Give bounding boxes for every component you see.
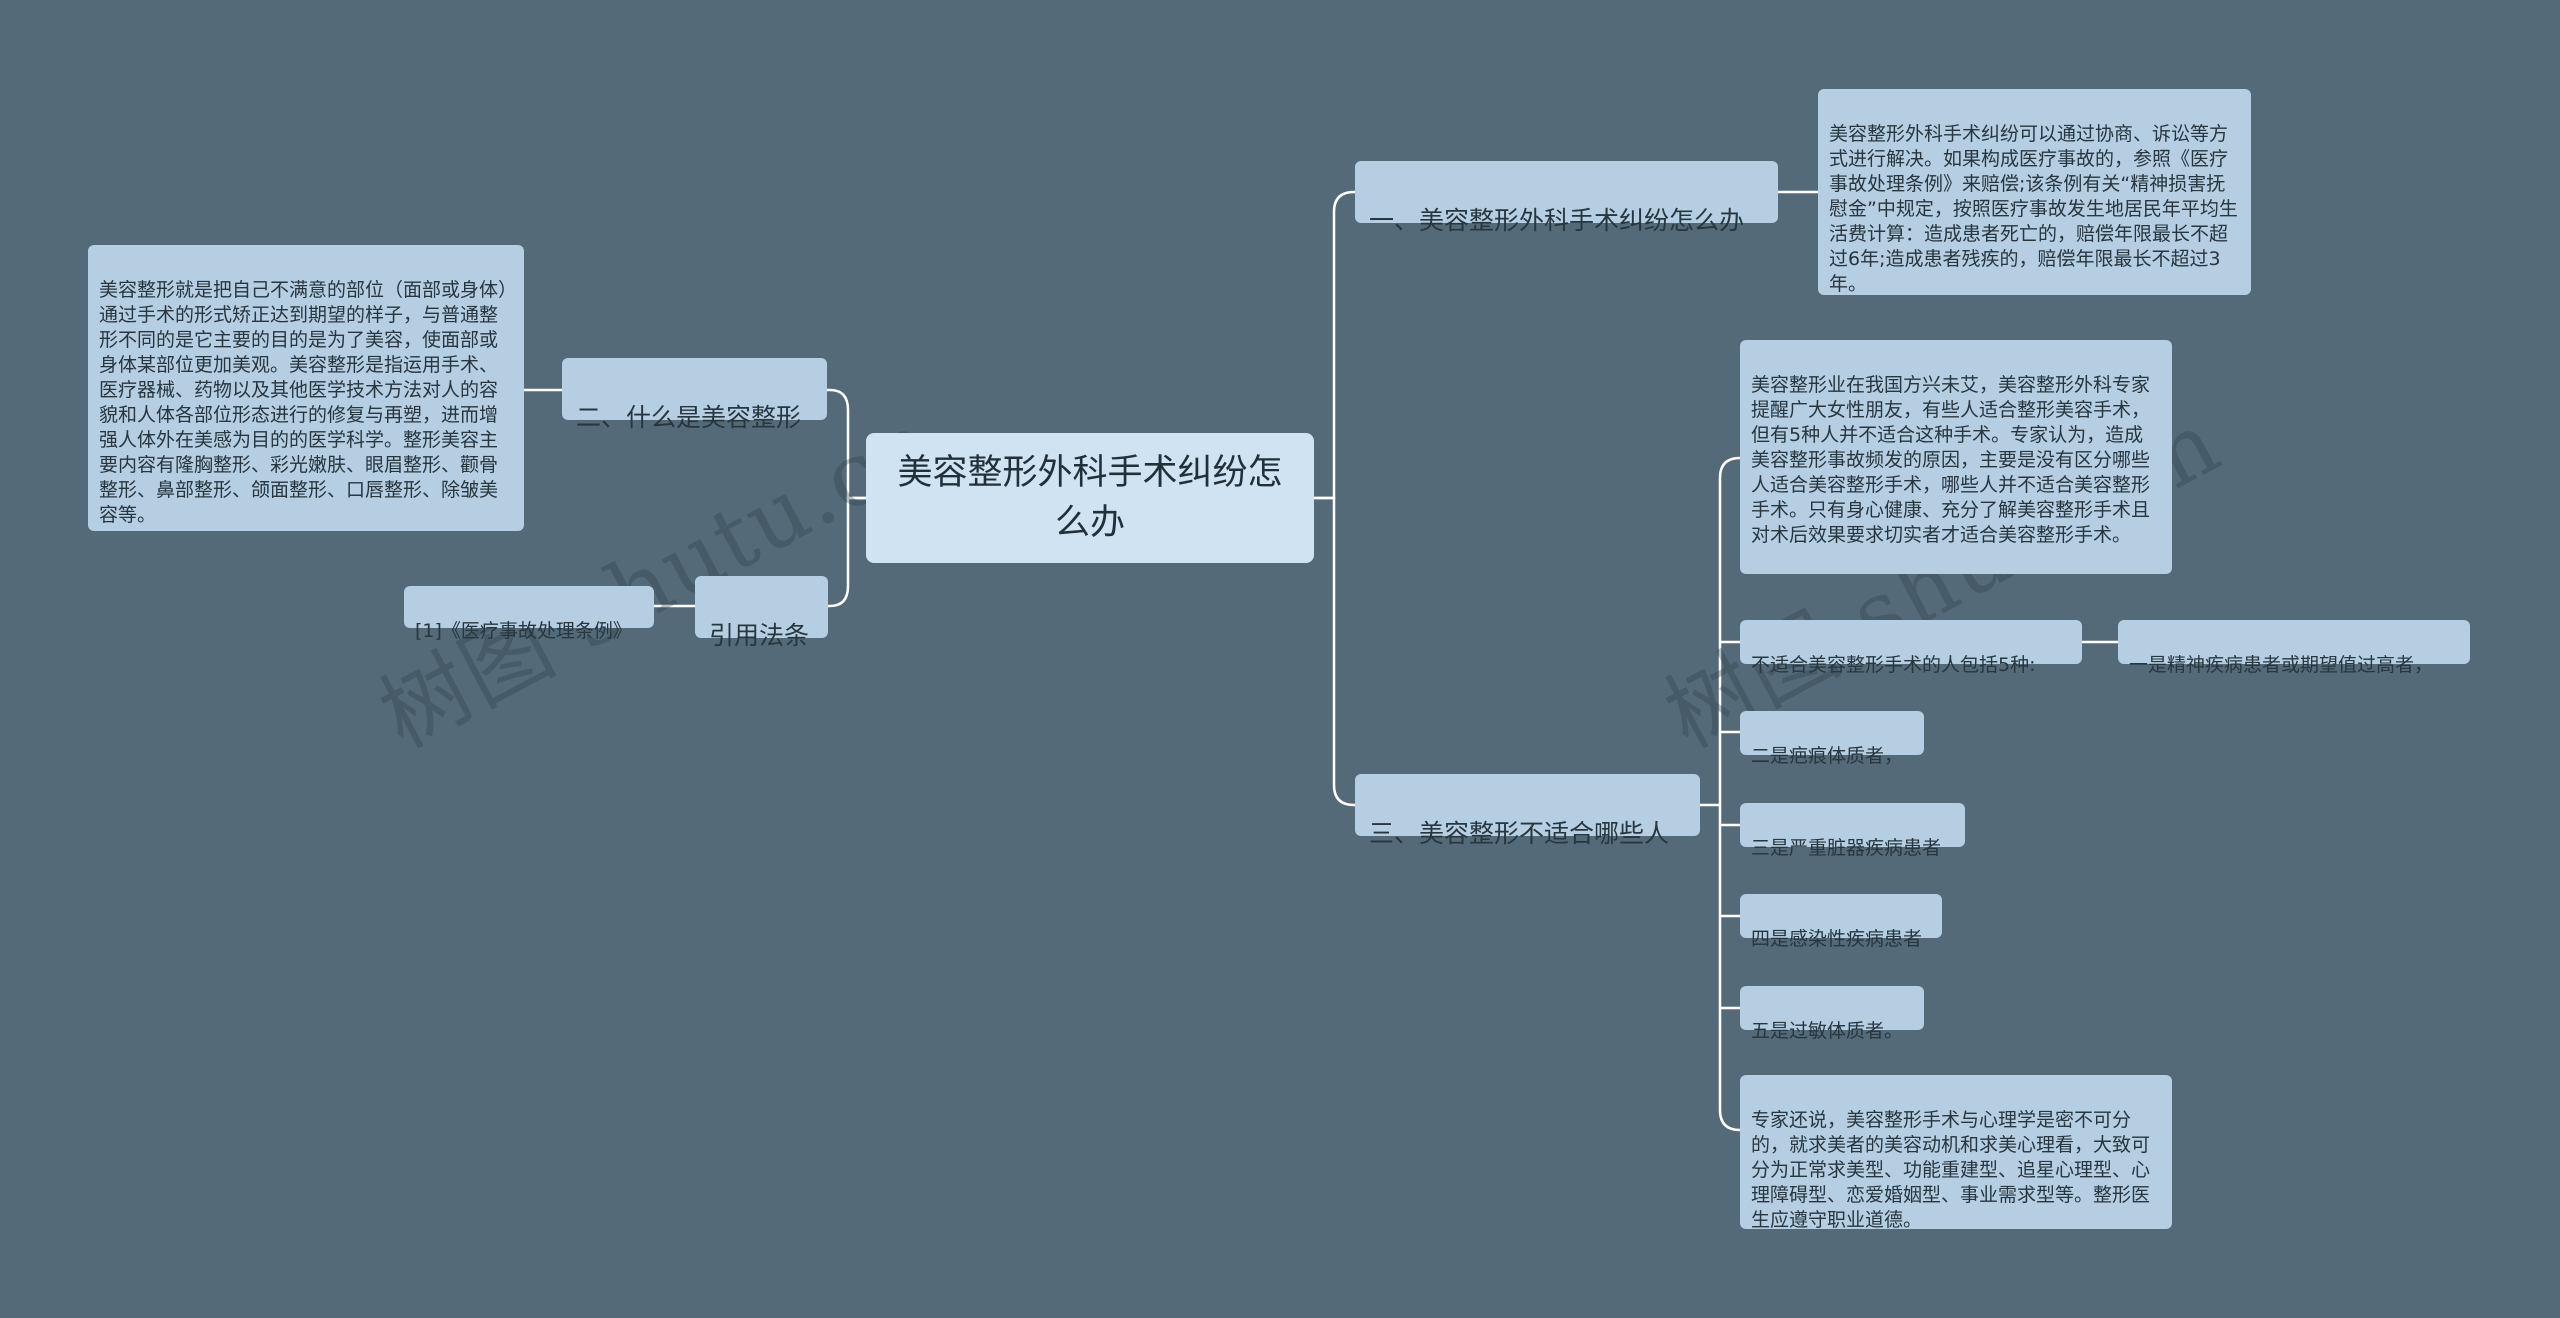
leaf-text: 美容整形外科手术纠纷可以通过协商、诉讼等方式进行解决。如果构成医疗事故的，参照《… [1829, 123, 2238, 295]
root-topic-label: 美容整形外科手术纠纷怎么办 [897, 453, 1283, 543]
leaf-definition[interactable]: 美容整形就是把自己不满意的部位（面部或身体）通过手术的形式矫正达到期望的样子，与… [88, 245, 524, 531]
leaf-text: 三是严重脏器疾病患者 [1751, 837, 1942, 859]
leaf-text: 美容整形业在我国方兴未艾，美容整形外科专家提醒广大女性朋友，有些人适合整形美容手… [1751, 374, 2151, 546]
branch-cited-regulations[interactable]: 引用法条 [695, 576, 828, 650]
root-topic[interactable]: 美容整形外科手术纠纷怎么办 [866, 433, 1314, 563]
leaf-five-types[interactable]: 不适合美容整形手术的人包括5种: [1740, 620, 2082, 676]
leaf-text: 四是感染性疾病患者 [1751, 928, 1923, 950]
branch-dispute-resolution[interactable]: 一、美容整形外科手术纠纷怎么办 [1355, 161, 1778, 235]
leaf-expert-intro[interactable]: 美容整形业在我国方兴未艾，美容整形外科专家提醒广大女性朋友，有些人适合整形美容手… [1740, 340, 2172, 574]
leaf-mental-illness[interactable]: 一是精神疾病患者或期望值过高者， [2118, 620, 2470, 676]
branch-label: 三、美容整形不适合哪些人 [1369, 819, 1670, 848]
leaf-text: [1]《医疗事故处理条例》 [415, 620, 632, 642]
leaf-organ-disease[interactable]: 三是严重脏器疾病患者 [1740, 803, 1965, 859]
leaf-allergy-constitution[interactable]: 五是过敏体质者。 [1740, 986, 1924, 1042]
leaf-scar-constitution[interactable]: 二是疤痕体质者， [1740, 711, 1924, 767]
branch-label: 二、什么是美容整形 [576, 403, 802, 432]
leaf-text: 专家还说，美容整形手术与心理学是密不可分的，就求美者的美容动机和求美心理看，大致… [1751, 1109, 2151, 1231]
branch-what-is-cosmetic-surgery[interactable]: 二、什么是美容整形 [562, 358, 827, 432]
leaf-infectious-disease[interactable]: 四是感染性疾病患者 [1740, 894, 1942, 950]
branch-unsuitable-people[interactable]: 三、美容整形不适合哪些人 [1355, 774, 1700, 848]
leaf-regulation-reference[interactable]: [1]《医疗事故处理条例》 [404, 586, 654, 642]
leaf-text: 不适合美容整形手术的人包括5种: [1751, 654, 2036, 676]
branch-label: 引用法条 [709, 621, 810, 650]
leaf-psychology[interactable]: 专家还说，美容整形手术与心理学是密不可分的，就求美者的美容动机和求美心理看，大致… [1740, 1075, 2172, 1231]
leaf-text: 五是过敏体质者。 [1751, 1020, 1904, 1042]
leaf-text: 美容整形就是把自己不满意的部位（面部或身体）通过手术的形式矫正达到期望的样子，与… [99, 279, 508, 526]
leaf-dispute-resolution[interactable]: 美容整形外科手术纠纷可以通过协商、诉讼等方式进行解决。如果构成医疗事故的，参照《… [1818, 89, 2251, 295]
leaf-text: 一是精神疾病患者或期望值过高者， [2129, 654, 2434, 676]
leaf-text: 二是疤痕体质者， [1751, 745, 1904, 767]
branch-label: 一、美容整形外科手术纠纷怎么办 [1369, 206, 1745, 235]
